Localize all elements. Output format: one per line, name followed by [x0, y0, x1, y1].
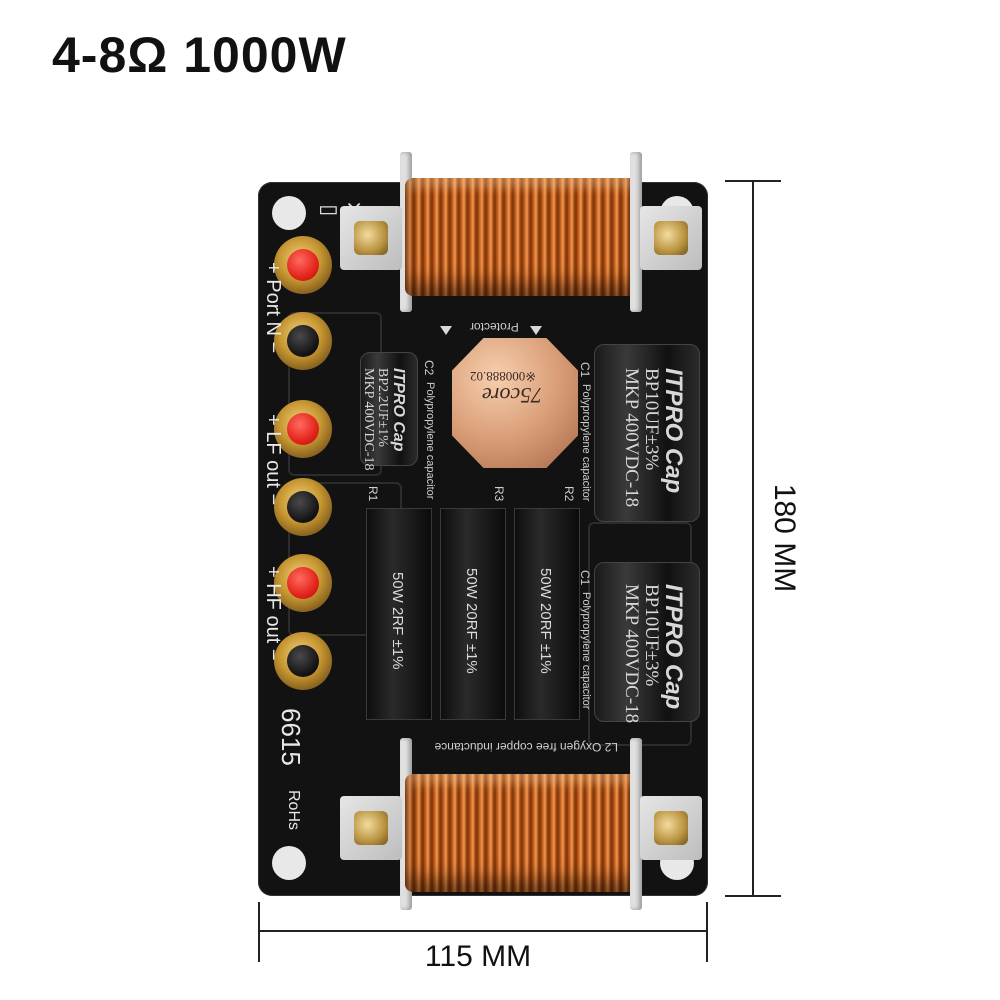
protector-silkscreen: Protector — [470, 320, 519, 334]
width-dimension-line — [258, 930, 708, 932]
resistor-r1 — [366, 508, 432, 720]
inductor-silkscreen: L2 Oxygen free copper inductance — [434, 740, 618, 754]
width-dimension-cap-left — [258, 902, 260, 962]
capacitor-c1-top — [594, 344, 700, 522]
inductor-top-bracket-right — [640, 206, 702, 270]
height-dimension-label: 180 MM — [768, 483, 801, 593]
inductor-top-bracket-left — [340, 206, 402, 270]
lf-out-terminal-label: + LF out − — [262, 414, 284, 506]
resistor-r1-label: 50W 2RF ±1% — [389, 572, 406, 670]
height-dimension-cap-bottom — [725, 895, 781, 897]
inductor-bottom-bracket-left — [340, 796, 402, 860]
triangle-marker-icon — [530, 326, 542, 335]
mount-hole-top-left — [272, 196, 306, 230]
height-dimension-line — [752, 180, 754, 896]
protector-chip-code: ※000888.02 — [470, 369, 537, 384]
protector-chip: 75core ※000888.02 — [452, 338, 578, 468]
hex-nut-icon — [354, 221, 388, 255]
inductor-bottom-flange-right — [630, 738, 642, 910]
resistor-r3 — [440, 508, 506, 720]
capacitor-c2-silkscreen: Polypropylene capacitor — [424, 382, 436, 500]
height-dimension-cap-top — [725, 180, 781, 182]
hex-nut-icon — [354, 811, 388, 845]
terminal-lf-negative — [274, 478, 332, 536]
inductor-top-flange-right — [630, 152, 642, 312]
terminal-port-negative — [274, 312, 332, 370]
capacitor-c1-top-silkscreen: Polypropylene capacitor — [580, 384, 592, 502]
capacitor-c2-designator: C2 — [422, 360, 436, 376]
width-dimension-cap-right — [706, 902, 708, 962]
rohs-mark: RoHs — [285, 790, 302, 831]
inductor-bottom-bracket-right — [640, 796, 702, 860]
terminal-hf-negative — [274, 632, 332, 690]
inductor-top-coil — [405, 178, 638, 296]
protector-chip-brand: 75core — [482, 383, 543, 408]
terminal-port-positive — [274, 236, 332, 294]
resistor-r3-designator: R3 — [492, 486, 506, 502]
capacitor-c1-top-label: ITPRO Cap BP10UF±3% MKP 400VDC-18 — [620, 368, 687, 508]
board-model-number: 6615 — [276, 708, 306, 766]
resistor-r2 — [514, 508, 580, 720]
resistor-r2-designator: R2 — [562, 486, 576, 502]
capacitor-c1-bottom-label: ITPRO Cap BP10UF±3% MKP 400VDC-18 — [620, 584, 687, 724]
hex-nut-icon — [654, 221, 688, 255]
product-title: 4-8Ω 1000W — [52, 27, 347, 83]
resistor-r3-label: 50W 20RF ±1% — [463, 568, 480, 674]
resistor-r1-designator: R1 — [366, 486, 380, 502]
inductor-bottom-coil — [405, 774, 638, 892]
capacitor-c1-bottom-designator: C1 — [578, 570, 592, 586]
capacitor-c1-bottom-silkscreen: Polypropylene capacitor — [580, 592, 592, 710]
port-terminal-label: + Port N − — [262, 262, 284, 354]
hex-nut-icon — [654, 811, 688, 845]
width-dimension-label: 115 MM — [424, 940, 532, 973]
hf-out-terminal-label: + HF out − — [262, 566, 284, 661]
terminal-lf-positive — [274, 400, 332, 458]
capacitor-c2 — [360, 352, 418, 466]
capacitor-c1-bottom — [594, 562, 700, 722]
triangle-marker-icon — [440, 326, 452, 335]
terminal-hf-positive — [274, 554, 332, 612]
resistor-r2-label: 50W 20RF ±1% — [537, 568, 554, 674]
capacitor-c2-label: ITPRO Cap BP2.2UF±1% MKP 400VDC-18 — [360, 368, 407, 471]
mount-hole-bottom-left — [272, 846, 306, 880]
capacitor-c1-top-designator: C1 — [578, 362, 592, 378]
